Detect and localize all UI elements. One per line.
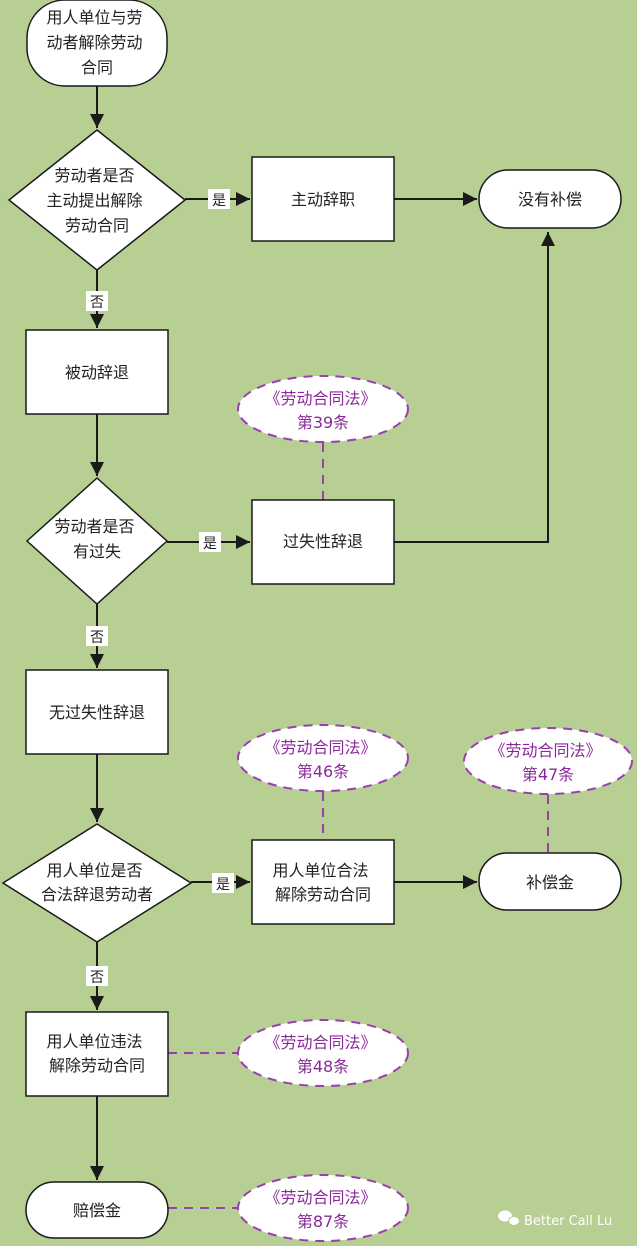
node-fault-dismiss-text: 过失性辞退	[283, 532, 363, 551]
decision-q3-line: 合法辞退劳动者	[41, 885, 153, 904]
node-resign: 主动辞职	[251, 156, 395, 242]
label-yes-q3: 是	[212, 873, 234, 893]
edge-label-no: 否	[90, 970, 104, 986]
law-note-line: 第87条	[297, 1212, 349, 1231]
decision-q1-line: 劳动者是否	[54, 166, 134, 185]
node-damages: 赔偿金	[25, 1181, 169, 1239]
node-no-comp: 没有补偿	[478, 169, 622, 229]
node-legal: 用人单位合法 解除劳动合同	[251, 839, 395, 925]
law-links	[168, 443, 549, 1209]
node-fault-dismiss: 过失性辞退	[251, 499, 395, 585]
law-note-line: 《劳动合同法》	[264, 389, 376, 408]
node-legal-text: 用人单位合法 解除劳动合同	[272, 861, 373, 904]
law-note-art87-text: 《劳动合同法》 第87条	[264, 1188, 381, 1231]
label-no-q2: 否	[86, 626, 108, 646]
node-illegal-text: 用人单位违法 解除劳动合同	[46, 1032, 147, 1075]
law-note-line: 第47条	[522, 765, 574, 784]
node-start-line: 合同	[81, 58, 113, 77]
node-resign-text: 主动辞职	[291, 190, 355, 209]
law-note-line: 第46条	[297, 762, 349, 781]
decision-q2: 劳动者是否 有过失	[25, 476, 169, 606]
node-start-text: 用人单位与劳 动者解除劳动 合同	[46, 8, 147, 77]
node-passive: 被动辞退	[25, 329, 169, 415]
edge-label-no: 否	[90, 295, 104, 311]
node-legal-line: 用人单位合法	[272, 861, 368, 880]
law-note-line: 《劳动合同法》	[264, 738, 376, 757]
decision-q2-line: 劳动者是否	[54, 517, 134, 536]
decision-q1-line: 主动提出解除	[46, 191, 142, 210]
node-illegal-line: 用人单位违法	[46, 1032, 142, 1051]
law-note-art48-text: 《劳动合同法》 第48条	[264, 1033, 381, 1076]
decision-q3-line: 用人单位是否	[46, 861, 142, 880]
label-yes-q2: 是	[199, 532, 221, 552]
node-nofault-dismiss: 无过失性辞退	[25, 669, 169, 755]
law-note-line: 《劳动合同法》	[264, 1188, 376, 1207]
decision-q1-text: 劳动者是否 主动提出解除 劳动合同	[46, 166, 147, 235]
node-comp-text: 补偿金	[526, 873, 574, 892]
law-note-art39: 《劳动合同法》 第39条	[237, 375, 409, 443]
node-legal-line: 解除劳动合同	[275, 885, 371, 904]
law-note-line: 第39条	[297, 413, 349, 432]
node-damages-text: 赔偿金	[73, 1201, 121, 1220]
law-note-art87: 《劳动合同法》 第87条	[237, 1174, 409, 1242]
watermark: Better Call Lu	[498, 1210, 612, 1229]
decision-q1-line: 劳动合同	[65, 216, 129, 235]
label-yes-q1: 是	[208, 189, 230, 209]
nodes: 用人单位与劳 动者解除劳动 合同 劳动者是否 主动提出解除 劳动合同 主动辞职 …	[1, 0, 622, 1239]
edge-label-no: 否	[90, 630, 104, 646]
law-note-line: 《劳动合同法》	[264, 1033, 376, 1052]
law-note-art46-text: 《劳动合同法》 第46条	[264, 738, 381, 781]
watermark-text: Better Call Lu	[524, 1214, 612, 1229]
node-start-line: 动者解除劳动	[46, 33, 142, 52]
edge-label-yes: 是	[203, 536, 217, 552]
law-note-line: 第48条	[297, 1057, 349, 1076]
decision-q3: 用人单位是否 合法辞退劳动者	[1, 823, 193, 943]
law-note-art39-text: 《劳动合同法》 第39条	[264, 389, 381, 432]
decision-q2-line: 有过失	[73, 542, 121, 561]
node-illegal: 用人单位违法 解除劳动合同	[25, 1011, 169, 1097]
edge-fault-nocomp	[394, 232, 555, 543]
label-no-q1: 否	[86, 291, 108, 311]
edge-label-yes: 是	[216, 877, 230, 893]
law-note-art46: 《劳动合同法》 第46条	[237, 724, 409, 792]
decision-q3-text: 用人单位是否 合法辞退劳动者	[41, 861, 153, 904]
node-nofault-dismiss-text: 无过失性辞退	[49, 703, 145, 722]
law-note-art47: 《劳动合同法》 第47条	[463, 727, 633, 795]
edge-label-yes: 是	[212, 193, 226, 209]
node-start-line: 用人单位与劳	[46, 8, 142, 27]
law-note-art47-text: 《劳动合同法》 第47条	[489, 741, 606, 784]
node-comp: 补偿金	[478, 852, 622, 911]
node-passive-text: 被动辞退	[65, 363, 129, 382]
node-no-comp-text: 没有补偿	[518, 190, 582, 209]
node-illegal-line: 解除劳动合同	[49, 1056, 145, 1075]
law-note-art48: 《劳动合同法》 第48条	[237, 1019, 409, 1087]
decision-q2-text: 劳动者是否 有过失	[54, 517, 139, 561]
law-note-line: 《劳动合同法》	[489, 741, 601, 760]
label-no-q3: 否	[86, 966, 108, 986]
node-start: 用人单位与劳 动者解除劳动 合同	[26, 0, 168, 87]
wechat-icon	[498, 1210, 520, 1226]
decision-q1: 劳动者是否 主动提出解除 劳动合同	[7, 129, 187, 271]
law-notes: 《劳动合同法》 第39条 《劳动合同法》 第46条 《劳动合同法》 第47条 《…	[237, 375, 633, 1242]
edge-labels: 是 否 是 否 是 否	[86, 189, 234, 986]
